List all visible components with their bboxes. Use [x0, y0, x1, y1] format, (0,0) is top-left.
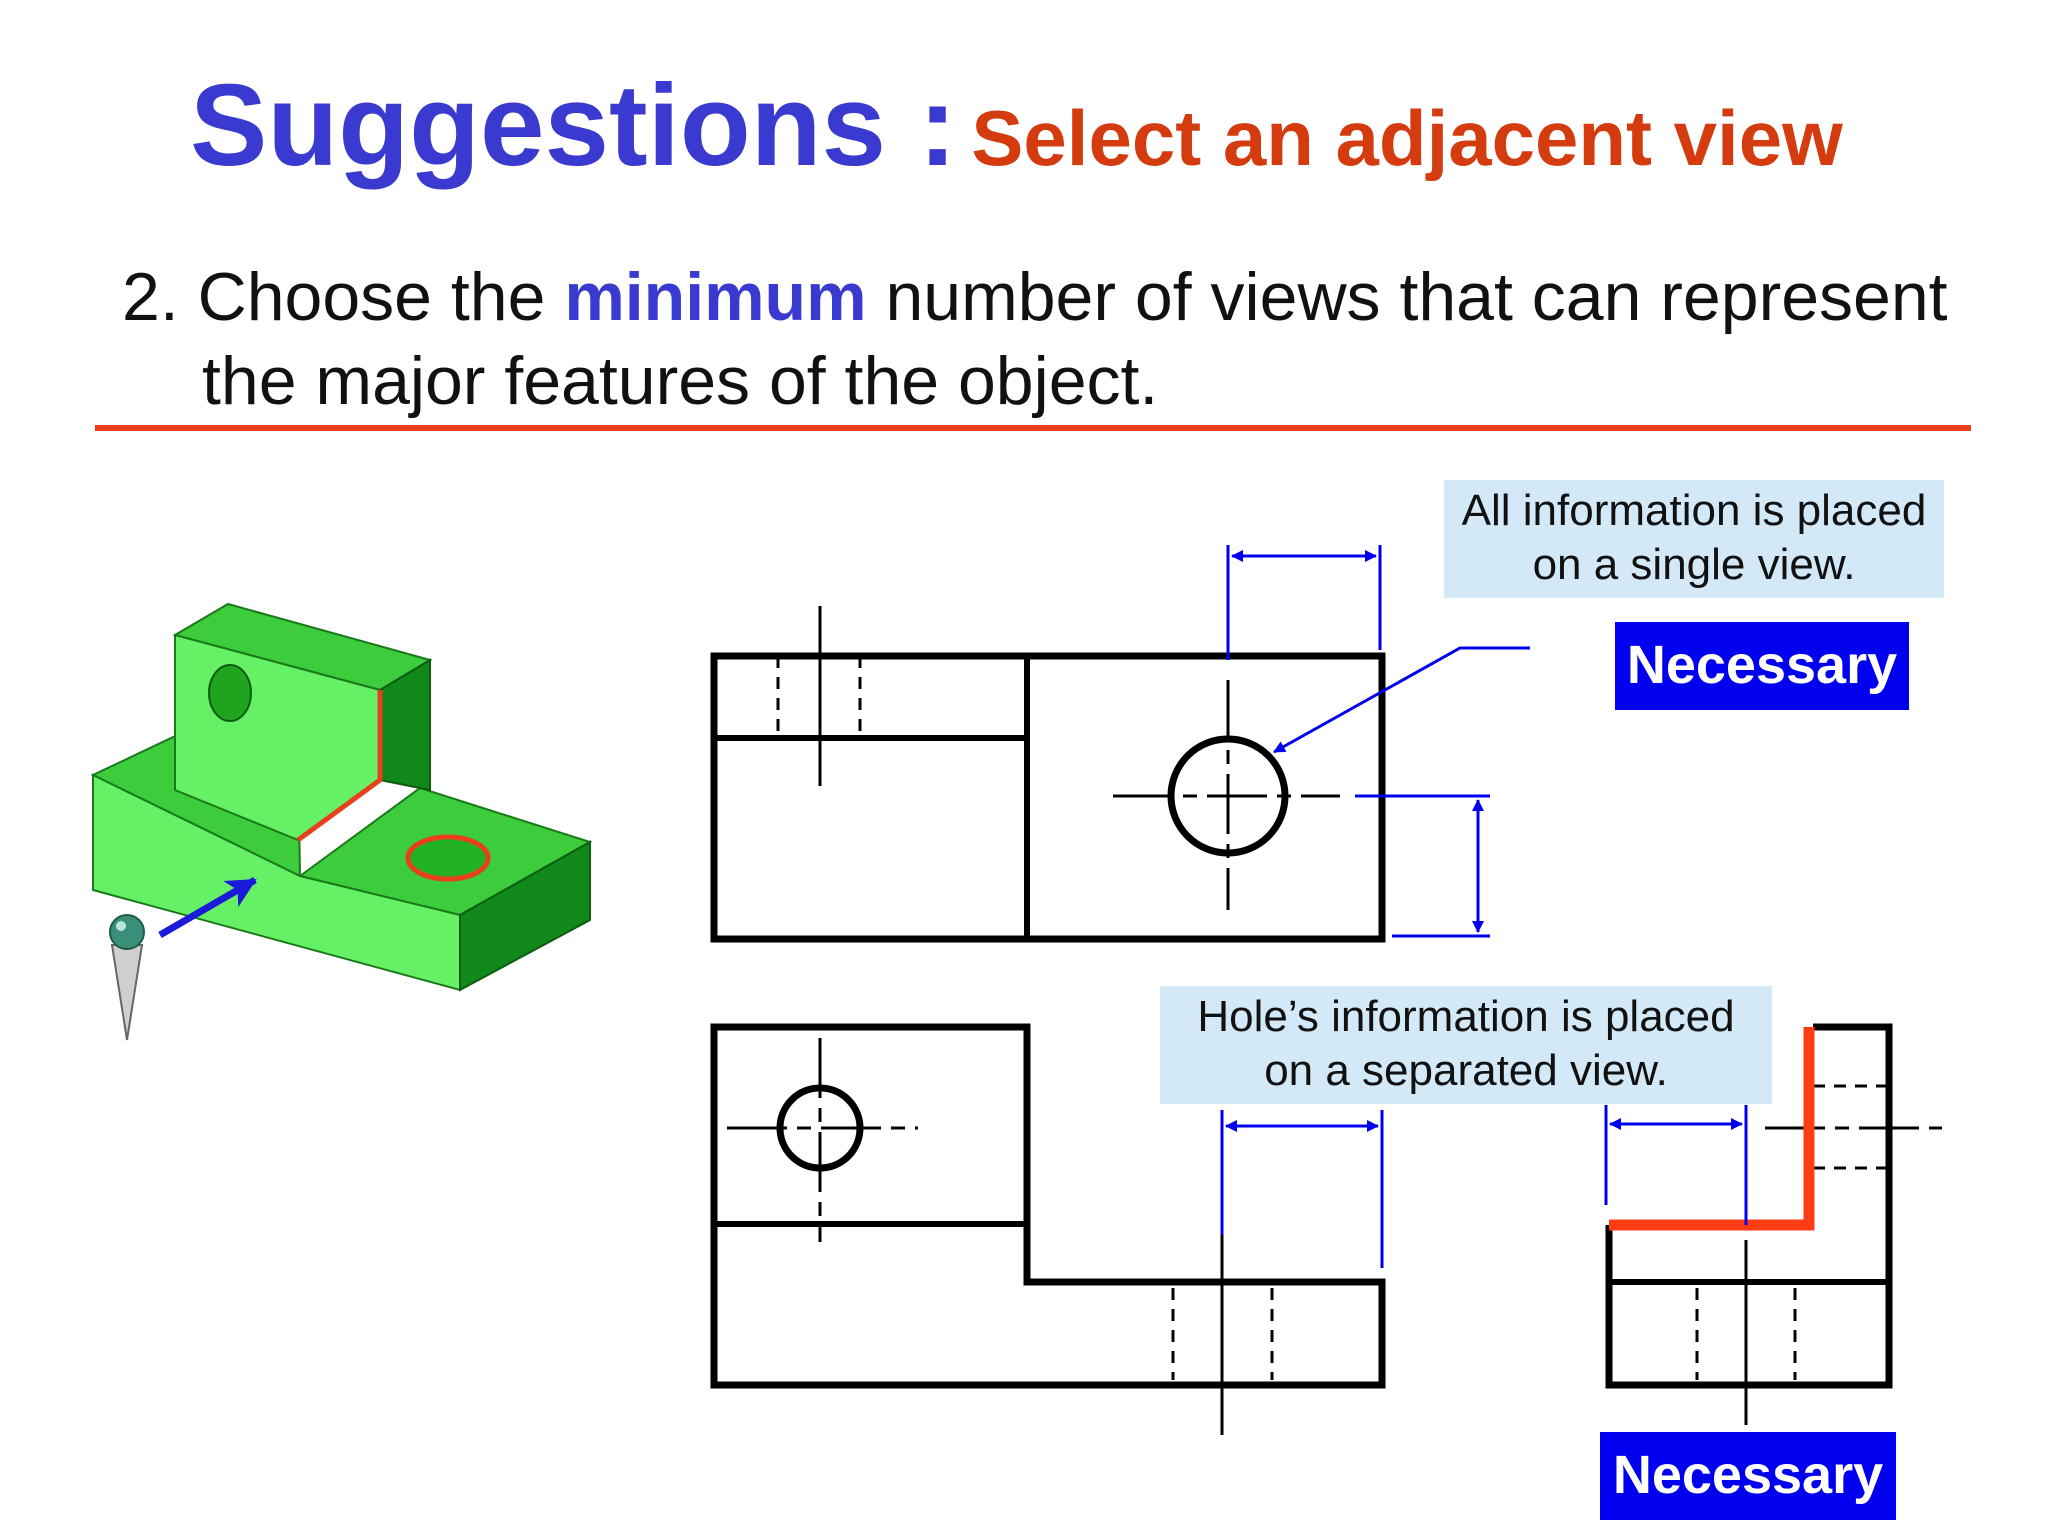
- view-direction-arrow-icon: [158, 876, 257, 939]
- callout-single-line-2: on a single view.: [1532, 540, 1856, 589]
- hidden-edge-highlight: [296, 690, 383, 843]
- necessary-badge-bottom: Necessary: [1600, 1432, 1896, 1520]
- front-view-outline: [710, 1023, 1386, 1389]
- suggestion-highlight: minimum: [564, 259, 867, 335]
- suggestion-line-1: 2. Choose the minimum number of views th…: [122, 255, 2022, 339]
- highlighted-edge: [1609, 1027, 1815, 1231]
- observer-eye-icon: [109, 914, 145, 1041]
- callout-separated-view: Hole’s information is placed on a separa…: [1160, 986, 1772, 1104]
- necessary-badge-top: Necessary: [1615, 622, 1909, 710]
- suggestion-suffix: number of views that can represent: [866, 259, 1948, 335]
- dimensions-single: [1226, 545, 1530, 938]
- suggestion-line-2: the major features of the object.: [202, 343, 1159, 419]
- callout-single-view: All information is placed on a single vi…: [1444, 480, 1944, 598]
- dimensions-separated-front: [1220, 1110, 1384, 1268]
- divider-rule: [95, 425, 1971, 431]
- callout-single-line-1: All information is placed: [1461, 486, 1927, 535]
- upright-hole: [208, 664, 252, 722]
- title-main: Suggestions :: [190, 60, 957, 190]
- isometric-object: [90, 602, 593, 1041]
- callout-separated-line-2: on a separated view.: [1264, 1046, 1668, 1095]
- base-side-face: [459, 840, 591, 992]
- front-view-separated: [710, 1023, 1386, 1435]
- callout-separated-line-1: Hole’s information is placed: [1197, 992, 1735, 1041]
- dimensions-separated-side: [1604, 1105, 1748, 1225]
- leader-line: [1273, 646, 1530, 754]
- side-view-separated: [1605, 1023, 1942, 1425]
- front-view-single: [710, 606, 1386, 943]
- suggestion-prefix: 2. Choose the: [122, 259, 565, 335]
- base-hole-highlight: [405, 834, 491, 882]
- slide-title: Suggestions : Select an adjacent view: [190, 58, 1843, 192]
- side-view-outline: [1605, 1023, 1893, 1389]
- suggestion-text: 2. Choose the minimum number of views th…: [122, 255, 2022, 423]
- title-subtitle: Select an adjacent view: [971, 94, 1843, 182]
